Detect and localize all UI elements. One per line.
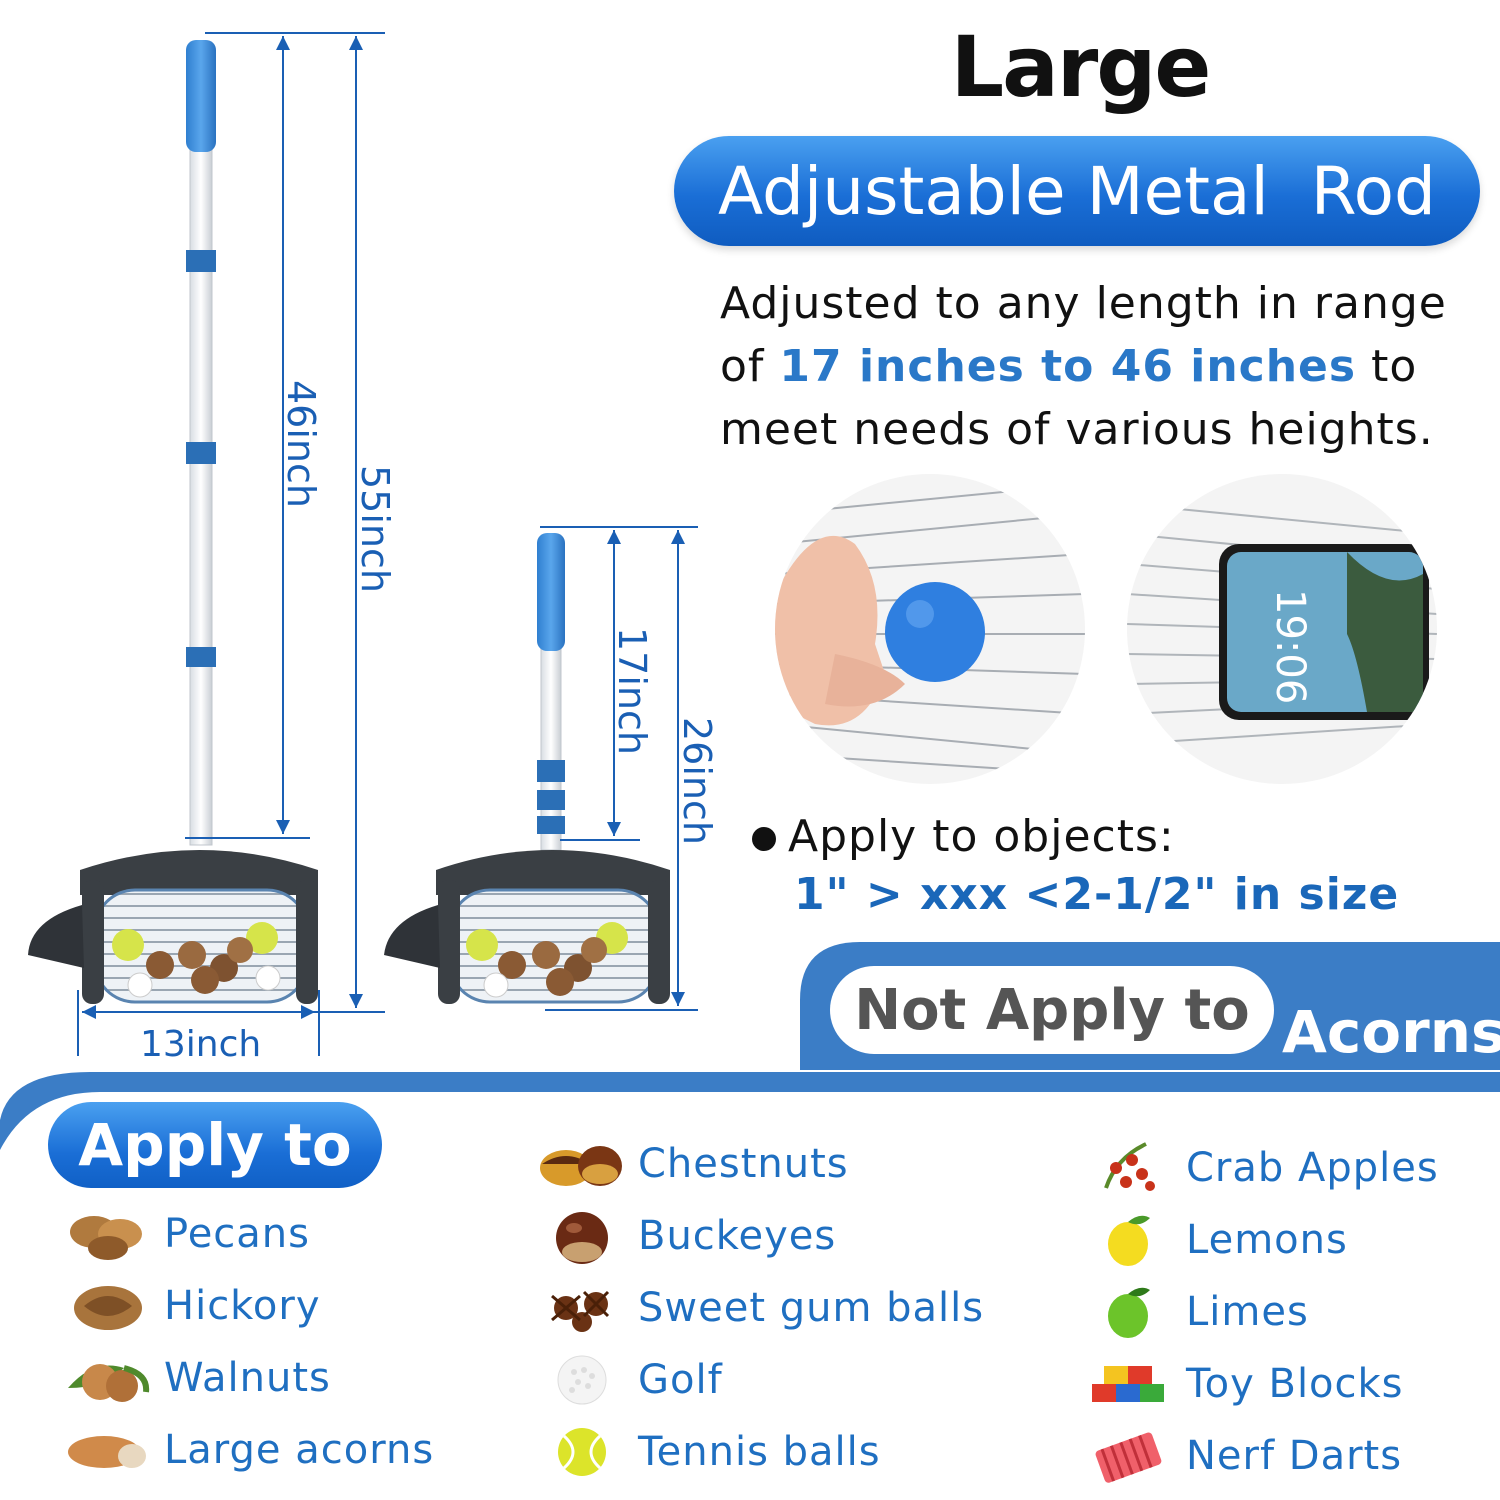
toy-blocks-icon: [1086, 1354, 1172, 1414]
size-title: Large: [950, 18, 1212, 116]
description-line-1: Adjusted to any length in range: [720, 278, 1447, 329]
hickory-icon: [64, 1276, 150, 1336]
basket-width: 13inch: [140, 1024, 261, 1065]
objects-size-info: Apply to objects: 1" > xxx <2-1/2" in si…: [752, 808, 1399, 924]
golf-ball-icon: [538, 1350, 624, 1410]
description-line-3: meet needs of various heights.: [720, 404, 1434, 455]
short-total-length: 26inch: [675, 717, 719, 845]
objects-label: Apply to objects:: [788, 811, 1175, 862]
apply-item: Hickory: [64, 1276, 321, 1336]
sweet-gum-icon: [538, 1278, 624, 1338]
apply-item: Chestnuts: [538, 1134, 849, 1194]
lemon-icon: [1086, 1210, 1172, 1270]
chestnut-icon: [538, 1134, 624, 1194]
apply-item: Lemons: [1086, 1210, 1348, 1270]
wire-basket-phone: 19:06: [1127, 503, 1437, 745]
tall-rod: [28, 40, 318, 1004]
feature-title: Adjustable Metal Rod: [718, 152, 1436, 230]
apply-item: Tennis balls: [538, 1422, 881, 1482]
not-apply-item: Acorns: [1282, 998, 1500, 1066]
wire-basket-closeup: [775, 483, 1085, 775]
apply-item: Sweet gum balls: [538, 1278, 984, 1338]
tall-rod-length: 46inch: [279, 380, 323, 508]
buckeye-icon: [538, 1206, 624, 1266]
apply-item: Limes: [1086, 1282, 1309, 1342]
golf-ball-demo-photo: [775, 474, 1085, 784]
apply-item: Golf: [538, 1350, 723, 1410]
apply-item: Crab Apples: [1086, 1138, 1439, 1198]
not-apply-label: Not Apply to: [854, 977, 1250, 1043]
phone-demo-photo: 19:06: [1127, 474, 1437, 784]
tennis-ball-icon: [538, 1422, 624, 1482]
pecan-icon: [64, 1204, 150, 1264]
not-apply-badge: Not Apply to: [830, 966, 1274, 1054]
phone-clock: 19:06: [1267, 589, 1313, 704]
nerf-darts-icon: [1086, 1426, 1172, 1486]
acorn-icon: [64, 1420, 150, 1480]
apply-to-title: Apply to: [78, 1111, 352, 1179]
dimension-lines: [77, 32, 698, 1056]
description: Adjusted to any length in range of 17 in…: [720, 272, 1480, 461]
apply-item: Nerf Darts: [1086, 1426, 1402, 1486]
tall-total-length: 55inch: [353, 465, 397, 593]
short-rod: [384, 533, 670, 1004]
apply-item: Buckeyes: [538, 1206, 836, 1266]
apply-item: Pecans: [64, 1204, 310, 1264]
walnut-icon: [64, 1348, 150, 1408]
apply-item: Walnuts: [64, 1348, 331, 1408]
crab-apple-icon: [1086, 1138, 1172, 1198]
bullet-icon: [752, 827, 776, 851]
apply-item: Toy Blocks: [1086, 1354, 1404, 1414]
apply-item: Large acorns: [64, 1420, 434, 1480]
lime-icon: [1086, 1282, 1172, 1342]
short-rod-length: 17inch: [610, 627, 654, 755]
product-illustration: 46inch 55inch 17inch 26inch 13inch: [28, 32, 719, 1065]
length-range: 17 inches to 46 inches: [779, 341, 1357, 392]
feature-title-banner: Adjustable Metal Rod: [674, 136, 1480, 246]
dimension-arrows: [82, 36, 685, 1019]
apply-to-banner: Apply to: [48, 1102, 382, 1188]
description-line-2: of 17 inches to 46 inches to: [720, 341, 1418, 392]
objects-size-range: 1" > xxx <2-1/2" in size: [794, 869, 1400, 920]
